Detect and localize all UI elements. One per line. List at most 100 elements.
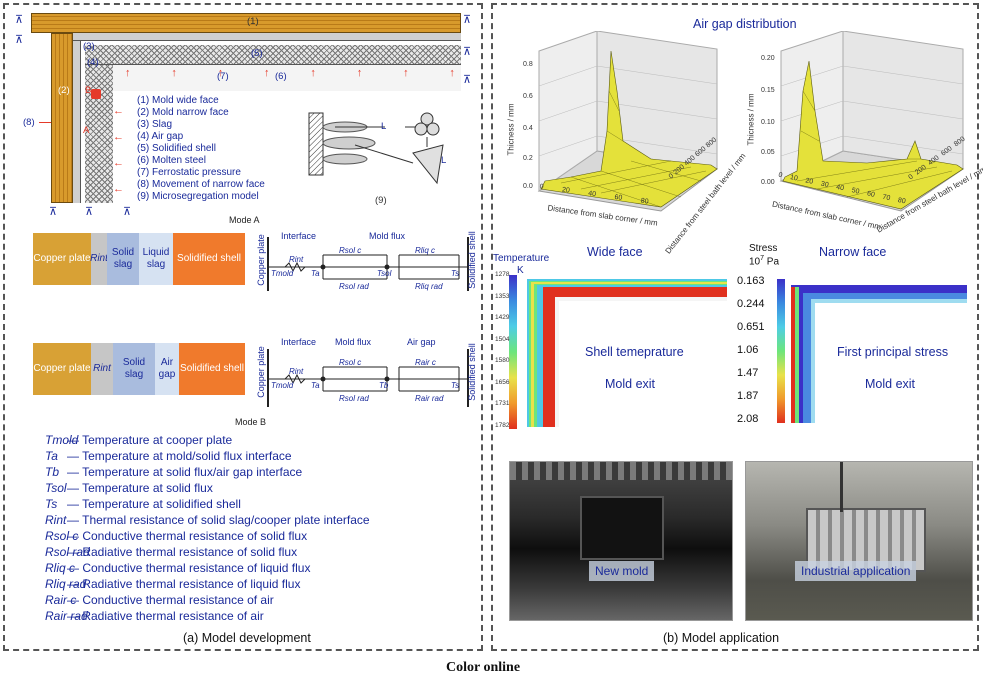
wide-face-label: Wide face <box>587 245 643 259</box>
narrow-ytick: 0.00 <box>761 179 775 186</box>
legend-item: (7) Ferrostatic pressure <box>137 167 241 178</box>
circuit-b-right-label: Solidified shell <box>466 343 477 401</box>
circuit-b-tb: Tb <box>379 381 389 390</box>
industrial-application-photo <box>745 461 973 621</box>
definition-item: Rair rad— Radiative thermal resistance o… <box>45 609 264 623</box>
solidified-shell-narrow <box>85 65 113 203</box>
label-6: (6) <box>275 71 287 82</box>
legend-item: (3) Slag <box>137 119 173 130</box>
legend-item: (2) Mold narrow face <box>137 107 229 118</box>
arrow-8 <box>39 122 51 123</box>
circuit-a-right-wall <box>467 237 469 291</box>
footer-color-online: Color online <box>446 660 521 675</box>
circuit-a-rsol-rad: Rsol rad <box>339 282 369 291</box>
new-mold-label: New mold <box>589 561 655 581</box>
narrow-ytick: 0.10 <box>761 119 775 126</box>
definition-item: Rint— Thermal resistance of solid slag/c… <box>45 513 370 527</box>
definition-item: Tmold— Temperature at cooper plate <box>45 433 233 447</box>
definition-item: Tsol— Temperature at solid flux <box>45 481 213 495</box>
definition-item: Ta— Temperature at mold/solid flux inter… <box>45 449 292 463</box>
wide-ytick: 0.8 <box>523 61 533 68</box>
legend-item: (9) Microsegregation model <box>137 191 259 202</box>
ferrostatic-arrows-narrow: ←←←← <box>113 105 124 195</box>
circuit-a-rint: Rint <box>289 255 304 264</box>
label-2: (2) <box>58 85 70 96</box>
circuit-a-rliq-c: Rliq c <box>415 246 436 255</box>
narrow-face-surface-plot <box>779 31 965 212</box>
molten-steel <box>113 65 461 91</box>
circuit-b-rint: Rint <box>289 367 304 376</box>
stress-title: Stress <box>749 243 778 254</box>
circuit-b-airgap-label: Air gap <box>407 337 436 347</box>
block-copper-plate-b: Copper plate <box>33 343 91 395</box>
caption-a: (a) Model development <box>183 631 311 645</box>
definition-item: Rair c— Conductive thermal resistance of… <box>45 593 274 607</box>
narrow-ytick: 0.20 <box>761 55 775 62</box>
panel-model-development: ↑↑↑↑↑↑↑↑ ←←←← (1) (2) (3) (4) (5) (6) (7… <box>3 3 483 651</box>
circuit-a-rliq-rad: Rliq rad <box>415 282 443 291</box>
wide-ytick: 0.2 <box>523 155 533 162</box>
support-icon: ⊼ <box>463 74 472 86</box>
narrow-ytick: 0.15 <box>761 87 775 94</box>
block-air-gap-b: Air gap <box>155 343 179 395</box>
circuit-b-ts: Ts <box>451 381 460 390</box>
label-1: (1) <box>247 16 259 27</box>
narrow-yaxis-label: Thicness / mm <box>746 93 756 146</box>
circuit-b-left-label: Copper plate <box>255 346 266 398</box>
label-8: (8) <box>23 117 35 128</box>
shell-temperature-contour <box>521 275 731 431</box>
airgap-title: Air gap distribution <box>693 17 797 31</box>
block-solidified-shell-b: Solidified shell <box>179 343 245 395</box>
circuit-a-tmold: Tmold <box>271 269 294 278</box>
microsegregation-sketch <box>308 112 444 185</box>
circuit-b-rsol-rad: Rsol rad <box>339 394 369 403</box>
temperature-colorbar <box>509 275 517 429</box>
new-mold-photo <box>509 461 733 621</box>
circuit-b-rair-c: Rair c <box>415 358 436 367</box>
label-A: A <box>83 125 90 136</box>
support-icon: ⊼ <box>463 46 472 58</box>
circuit-a-schematic <box>267 254 467 280</box>
solidified-shell <box>85 45 461 65</box>
label-B: B <box>85 85 92 96</box>
principal-stress-contour <box>787 281 971 427</box>
stress-colorbar <box>777 279 785 423</box>
definition-item: Rsol c— Conductive thermal resistance of… <box>45 529 308 543</box>
label-L-1: L <box>381 121 387 132</box>
support-icon: ⊼ <box>15 34 24 46</box>
support-icon: ⊼ <box>85 206 94 218</box>
slag-layer-narrow <box>73 41 81 203</box>
legend-item: (5) Solidified shell <box>137 143 216 154</box>
label-9: (9) <box>375 195 387 206</box>
circuit-a-left-wall <box>267 237 269 291</box>
block-solid-slag: Solid slag <box>107 233 139 285</box>
circuit-b-right-wall <box>467 349 469 407</box>
circuit-b-interface-label: Interface <box>281 337 317 347</box>
circuit-b-rsol-c: Rsol c <box>339 358 362 367</box>
circuit-b-schematic <box>267 366 467 392</box>
circuit-a-moldflux-label: Mold flux <box>369 231 406 241</box>
wide-face-surface-plot <box>537 31 719 212</box>
shell-temperature-label: Shell temeprature <box>585 345 684 359</box>
label-7: (7) <box>217 71 229 82</box>
temperature-title: Temperature <box>493 253 550 264</box>
support-icon: ⊼ <box>15 14 24 26</box>
circuit-a-left-label: Copper plate <box>255 234 266 286</box>
caption-b: (b) Model application <box>663 631 780 645</box>
block-rint-b: Rint <box>91 343 113 395</box>
panel-model-application: Air gap distribution 0.8 0.6 0.4 0.2 0.0… <box>491 3 983 651</box>
slag-layer <box>73 33 461 41</box>
block-solidified-shell: Solidified shell <box>173 233 245 285</box>
wide-ytick: 0.0 <box>523 183 533 190</box>
mold-wide-face <box>31 13 461 33</box>
stress-mold-exit-label: Mold exit <box>865 377 916 391</box>
circuit-b-left-wall <box>267 349 269 407</box>
wide-yaxis-label: Thicness / mm <box>506 103 516 156</box>
shell-mold-exit-label: Mold exit <box>605 377 656 391</box>
mold-narrow-face <box>51 33 73 203</box>
mode-b-title: Mode B <box>235 417 267 427</box>
circuit-a-right-label: Solidified shell <box>466 231 477 289</box>
definition-item: Rsol rad— Radiative thermal resistance o… <box>45 545 298 559</box>
